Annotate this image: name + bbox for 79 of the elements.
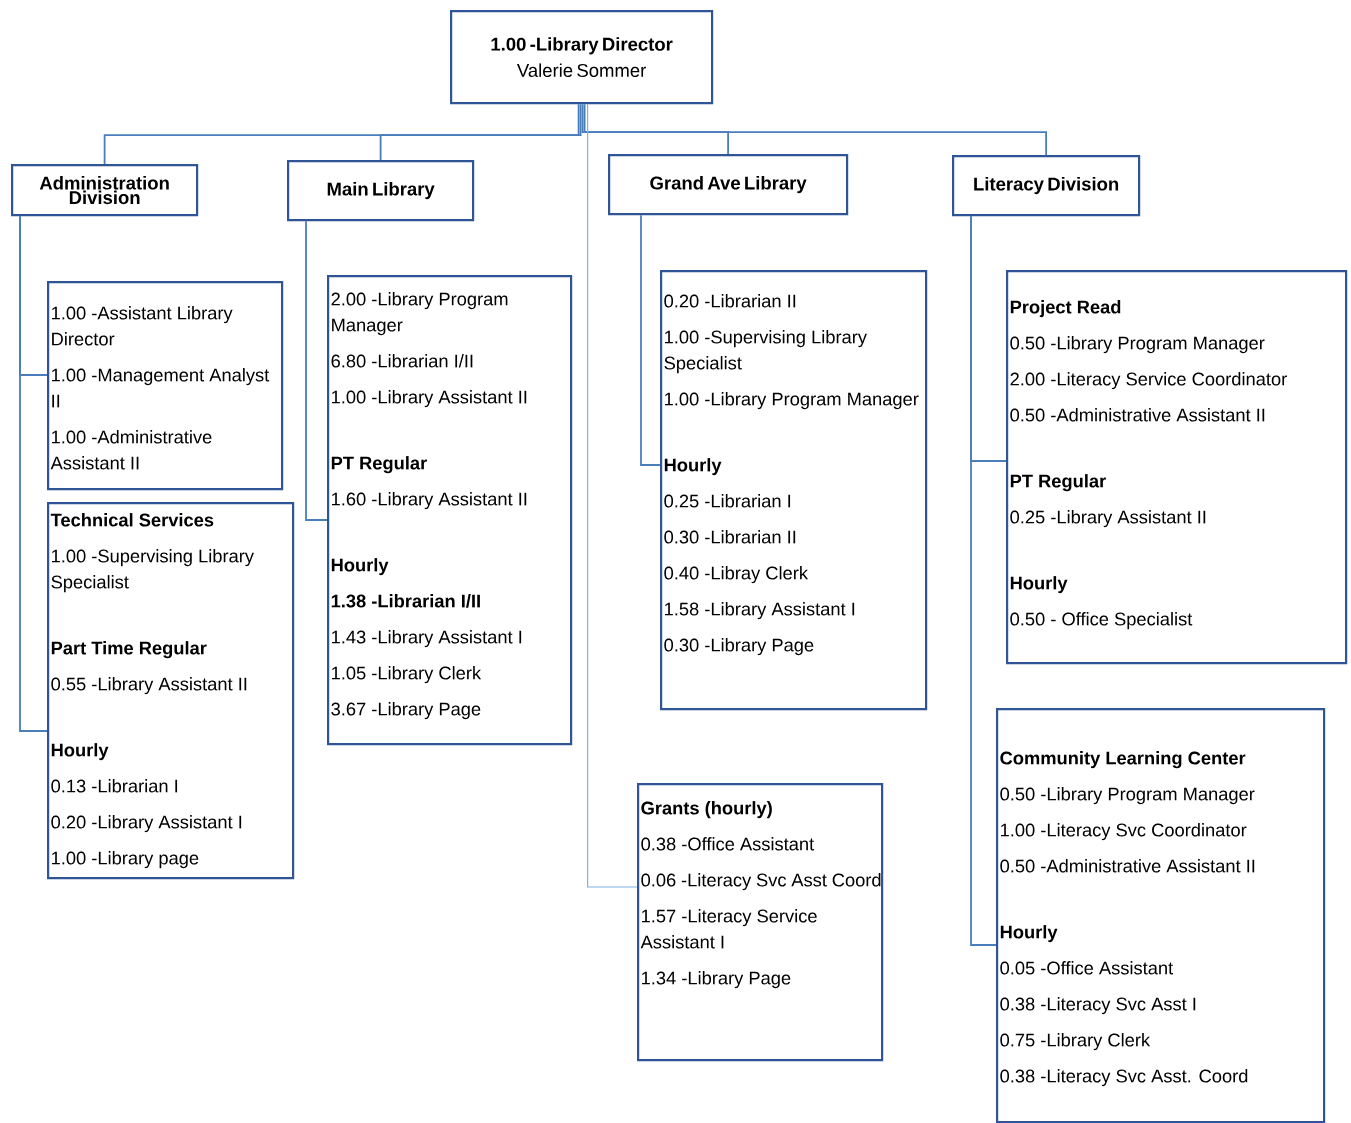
staff-box [47,281,284,491]
staff-line: 0.38 -Office Assistant [641,837,815,851]
staff-line: 1.00 -Assistant Library Director [52,306,233,346]
connector-line [379,103,582,161]
staff-box [637,783,884,1062]
staff-line: 1.57 -Literacy Service Assistant I [640,909,817,949]
staff-line: 0.38 -Literacy Svc Asst I [1000,997,1196,1015]
staff-line: 0.05 -Office Assistant [1000,961,1174,975]
staff-line: 0.20 -Librarian II [664,294,796,308]
staff-line: 1.05 -Library Clerk [332,666,482,684]
section-heading: Community Learning Center [1000,751,1246,769]
staff-line: 2.00 -Literacy Service Coordinator [1010,372,1287,390]
staff-line: 0.06 -Literacy Svc Asst Coord [641,873,881,891]
staff-line: 0.25 -Library Assistant II [1010,510,1206,528]
staff-line: 1.00 -Library Program Manager [665,392,919,410]
staff-line: 0.50 -Administrative Assistant II [1000,859,1255,873]
staff-box [47,502,295,880]
connector-line [640,214,661,466]
staff-line: 0.13 -Librarian I [51,779,178,793]
division-box [608,154,849,216]
heading-text: Administration Division [39,176,169,205]
staff-line: 1.34 -Library Page [642,971,791,989]
connector-line [103,103,580,165]
division-box [952,155,1141,217]
staff-box [660,270,928,711]
name-text: Valerie Sommer [516,63,646,77]
staff-line: 1.00 -Library Assistant II [332,390,527,408]
staff-line: 1.43 -Library Assistant I [332,630,522,648]
staff-line: 0.20 -Library Assistant I [51,815,242,833]
staff-line: 0.50 -Library Program Manager [1010,336,1265,354]
section-heading: Hourly [664,458,722,476]
staff-line: 3.67 -Library Page [331,702,481,720]
section-heading: Part Time Regular [51,641,207,659]
section-heading: 1.38 -Librarian I/II [331,594,480,608]
staff-box [1006,270,1348,665]
staff-line: 1.00 -Management Analyst II [52,368,270,408]
heading-text: Grand Ave Library [650,175,807,194]
heading-text: Literacy Division [974,176,1119,195]
division-box [287,160,475,222]
staff-line: 1.00 -Administrative Assistant II [50,430,212,470]
section-heading: Project Read [1010,300,1121,318]
connector-line [587,103,638,888]
heading-text: 1.00 -Library Director [491,37,673,55]
staff-box [327,275,573,746]
staff-line: 6.80 -Librarian I/II [331,354,473,368]
heading-text: Main Library [327,181,435,200]
connector-line [581,103,729,155]
staff-line: 0.25 -Librarian I [664,494,791,508]
staff-line: 0.50 - Office Specialist [1010,612,1193,630]
staff-line: 0.30 -Librarian II [664,530,796,544]
division-box [450,10,714,105]
staff-line: 0.38 -Literacy Svc Asst. Coord [1000,1069,1248,1087]
staff-line: 2.00 -Library Program Manager [331,292,508,336]
staff-line: 0.50 -Library Program Manager [1000,787,1255,805]
staff-line: 1.58 -Library Assistant I [665,602,855,620]
division-box [11,164,199,217]
staff-line: 0.30 -Library Page [664,638,814,656]
section-heading: Grants (hourly) [641,801,772,819]
staff-line: 0.40 -Libray Clerk [664,566,808,584]
section-heading: Hourly [1000,925,1058,943]
staff-line: 1.00 -Library page [52,851,199,869]
staff-line: 1.00 -Supervising Library Specialist [664,330,867,374]
section-heading: PT Regular [331,456,427,474]
staff-line: 1.00 -Supervising Library Specialist [51,549,254,593]
connector-line [583,103,1047,156]
staff-box [996,708,1326,1123]
section-heading: Hourly [1010,576,1068,594]
staff-line: 1.60 -Library Assistant II [332,492,527,510]
section-heading: PT Regular [1010,474,1106,492]
section-heading: Hourly [331,558,389,576]
connector-line [970,215,997,946]
staff-line: 0.75 -Library Clerk [1000,1033,1151,1051]
staff-line: 1.00 -Literacy Svc Coordinator [1001,823,1247,841]
staff-line: 0.50 -Administrative Assistant II [1010,408,1265,422]
section-heading: Hourly [51,743,109,761]
connector-line [19,215,48,732]
connector-line [305,220,328,521]
staff-line: 0.55 -Library Assistant II [51,677,247,695]
section-heading: Technical Services [50,513,214,527]
